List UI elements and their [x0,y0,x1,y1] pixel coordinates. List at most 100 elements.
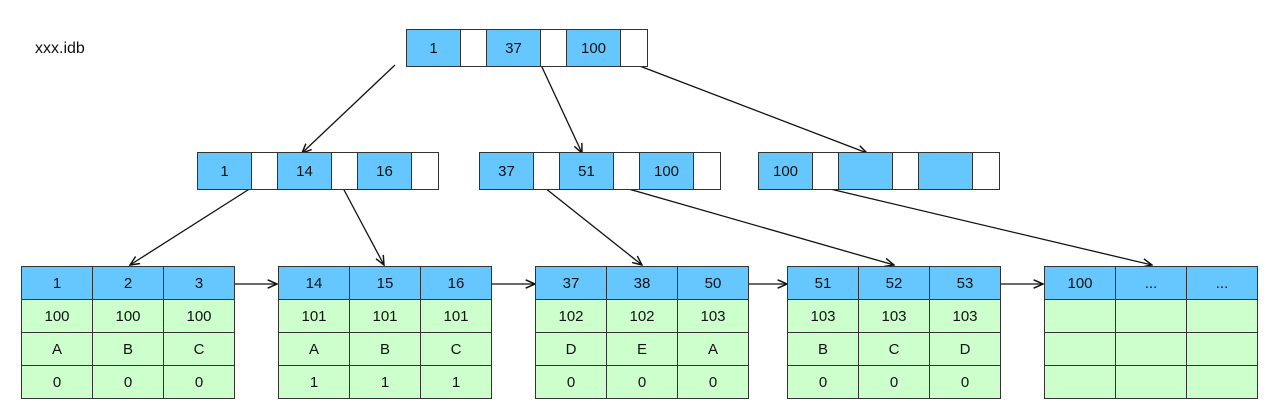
leaf-cell: A [21,332,93,366]
leaf-cell: 100 [92,299,164,333]
leaf-data-row [1044,299,1258,333]
leaf-data-row: 103 103 103 [787,299,1001,333]
leaf-cell [1186,332,1258,366]
leaf-cell: 102 [535,299,607,333]
arrow-internal-1-to-leaf-2 [342,187,384,265]
leaf-key-row: 51 52 53 [787,266,1001,300]
internal-pointer [813,153,839,189]
root-node: 1 37 100 [406,29,648,67]
arrow-internal-2-to-leaf-3 [544,187,642,265]
leaf-cell: 0 [858,365,930,399]
leaf-cell: 50 [677,266,749,300]
internal-pointer [252,153,278,189]
leaf-cell: C [858,332,930,366]
leaf-cell: 0 [677,365,749,399]
leaf-cell: A [677,332,749,366]
leaf-cell: D [929,332,1001,366]
leaf-key-row: 1 2 3 [21,266,235,300]
leaf-page-5: 100 ... ... [1044,266,1258,399]
leaf-cell [1044,332,1116,366]
leaf-cell: 101 [278,299,350,333]
leaf-cell [1115,332,1187,366]
internal-key: 100 [759,153,813,189]
internal-node-1: 1 14 16 [197,152,439,190]
leaf-cell: 103 [677,299,749,333]
leaf-data-row: A B C [21,332,235,366]
internal-pointer [973,153,999,189]
leaf-cell: 16 [420,266,492,300]
leaf-cell: ... [1186,266,1258,300]
leaf-cell: 1 [21,266,93,300]
leaf-cell: 0 [787,365,859,399]
leaf-data-row [1044,332,1258,366]
leaf-data-row: B C D [787,332,1001,366]
internal-key: 1 [198,153,252,189]
leaf-data-row [1044,365,1258,399]
leaf-cell [1186,299,1258,333]
leaf-cell: E [606,332,678,366]
leaf-data-row: 100 100 100 [21,299,235,333]
leaf-cell: 14 [278,266,350,300]
leaf-cell: 53 [929,266,1001,300]
internal-node-2: 37 51 100 [479,152,721,190]
leaf-cell: 102 [606,299,678,333]
leaf-key-row: 100 ... ... [1044,266,1258,300]
leaf-page-3: 37 38 50 102 102 103 D E A 0 0 0 [535,266,749,399]
root-key: 100 [567,30,621,66]
leaf-cell: B [349,332,421,366]
leaf-cell: C [420,332,492,366]
leaf-data-row: 0 0 0 [21,365,235,399]
leaf-cell: 52 [858,266,930,300]
leaf-cell: 37 [535,266,607,300]
leaf-cell: 0 [21,365,93,399]
leaf-data-row: 1 1 1 [278,365,492,399]
leaf-cell: 1 [420,365,492,399]
leaf-cell: B [787,332,859,366]
leaf-cell: 103 [787,299,859,333]
leaf-data-row: 102 102 103 [535,299,749,333]
internal-pointer [614,153,640,189]
leaf-cell [1186,365,1258,399]
leaf-cell: 103 [929,299,1001,333]
leaf-cell: 101 [349,299,421,333]
leaf-cell: 0 [163,365,235,399]
internal-pointer [412,153,438,189]
internal-node-3: 100 [758,152,1000,190]
leaf-cell: 101 [420,299,492,333]
arrow-root-to-internal-1 [302,64,396,153]
internal-pointer [893,153,919,189]
leaf-cell [1044,365,1116,399]
leaf-data-row: A B C [278,332,492,366]
internal-key: 37 [480,153,534,189]
internal-key: 14 [278,153,332,189]
leaf-cell: 51 [787,266,859,300]
leaf-cell: D [535,332,607,366]
leaf-page-2: 14 15 16 101 101 101 A B C 1 1 1 [278,266,492,399]
arrow-root-to-internal-2 [540,64,582,153]
arrow-root-to-internal-3 [636,64,867,153]
arrow-internal-2-to-leaf-4 [624,187,894,265]
leaf-cell: 0 [929,365,1001,399]
arrow-internal-1-to-leaf-1 [130,187,252,265]
leaf-cell: C [163,332,235,366]
leaf-cell: 3 [163,266,235,300]
leaf-data-row: D E A [535,332,749,366]
leaf-cell [1044,299,1116,333]
leaf-data-row: 0 0 0 [787,365,1001,399]
internal-pointer [694,153,720,189]
internal-pointer [332,153,358,189]
leaf-cell: 38 [606,266,678,300]
leaf-cell: 15 [349,266,421,300]
internal-key [839,153,893,189]
leaf-cell [1115,299,1187,333]
leaf-page-1: 1 2 3 100 100 100 A B C 0 0 0 [21,266,235,399]
file-label: xxx.idb [35,40,85,57]
leaf-cell: 100 [1044,266,1116,300]
leaf-cell: 103 [858,299,930,333]
leaf-cell: 0 [535,365,607,399]
leaf-cell: B [92,332,164,366]
root-pointer [621,30,647,66]
internal-pointer [534,153,560,189]
internal-key [919,153,973,189]
